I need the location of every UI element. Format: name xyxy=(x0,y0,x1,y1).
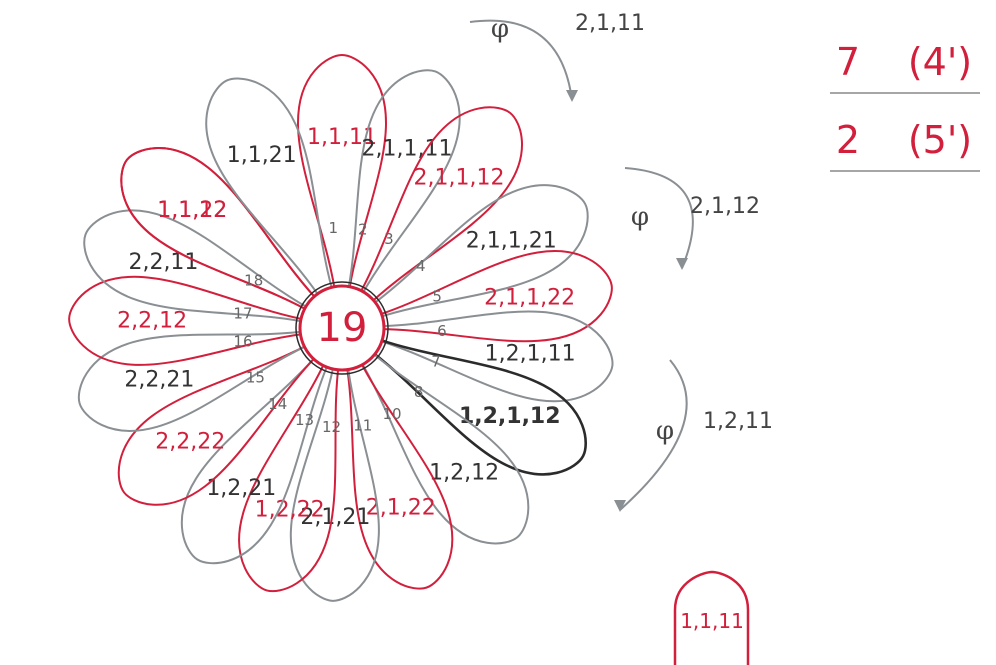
inner-number: 3 xyxy=(384,230,394,248)
petal-outline xyxy=(355,345,530,545)
phi-label: 2,1,12 xyxy=(690,194,760,219)
petal-outline xyxy=(117,339,323,506)
petal-outline xyxy=(83,209,318,325)
inner-number: 15 xyxy=(246,369,265,387)
petal-label: 2,1,21 xyxy=(300,505,370,530)
legend-value: (5') xyxy=(908,118,972,162)
phi-symbol: φ xyxy=(631,202,649,232)
petal-label: 1,1,21 xyxy=(227,143,297,168)
petal-3 xyxy=(354,106,523,310)
petal-8 xyxy=(355,345,530,545)
petal-outline xyxy=(369,310,614,403)
petal-outline xyxy=(68,275,314,366)
center-label: 19 xyxy=(317,305,368,351)
petal-label: 2,2,11 xyxy=(128,250,198,275)
petal-label: 1,2,22 xyxy=(255,498,325,523)
petal-10 xyxy=(289,356,380,602)
phi-loop xyxy=(469,19,573,101)
petal-2 xyxy=(345,69,461,304)
loop-arrowhead xyxy=(614,500,626,512)
petal-outline xyxy=(363,335,587,476)
loop-arrowhead xyxy=(566,90,578,102)
petal-label: 1,2,12 xyxy=(429,461,499,486)
petal-label: 2,2,12 xyxy=(117,308,187,333)
petal-4 xyxy=(364,184,589,321)
petal-outline xyxy=(369,250,613,343)
petal-outline xyxy=(180,348,333,565)
petal-label: 1,2,1,11 xyxy=(485,341,576,366)
petal-label: 2,1,1,21 xyxy=(466,229,557,254)
petal-label: 2,2,22 xyxy=(155,429,225,454)
petal-outline xyxy=(289,356,380,602)
phi-loop xyxy=(624,167,694,269)
inner-number: 14 xyxy=(268,395,287,413)
petal-1 xyxy=(296,53,388,299)
petal-label: 2,1,1,12 xyxy=(413,165,504,190)
inner-number: 5 xyxy=(432,288,442,306)
center-circle xyxy=(298,284,386,372)
petal-13 xyxy=(117,339,323,506)
petal-label: 1,2,1,12 xyxy=(459,404,561,429)
phi-label: 1,2,11 xyxy=(703,409,773,434)
inner-number: 2 xyxy=(358,221,368,239)
center-ring xyxy=(295,281,389,375)
phi-symbol: φ xyxy=(491,14,509,44)
petal-outline xyxy=(205,77,336,305)
petal-outline xyxy=(344,353,454,590)
petal-outline xyxy=(77,329,317,432)
inner-number: 7 xyxy=(431,353,441,371)
phi-loop xyxy=(619,359,688,511)
petal-19 xyxy=(205,77,336,305)
loop-arrowhead xyxy=(676,258,688,270)
petal-12 xyxy=(180,348,333,565)
petal-7 xyxy=(363,335,587,476)
petal-5 xyxy=(369,250,613,343)
petal-label: 1,1,22 xyxy=(157,198,227,223)
inner-number: 11 xyxy=(353,416,372,434)
petal-outline xyxy=(364,184,589,321)
legend-count: 7 xyxy=(836,40,860,84)
petal-outline xyxy=(345,69,461,304)
petal-label: 2,1,1,22 xyxy=(484,285,575,310)
inner-number: 12 xyxy=(322,418,341,436)
petal-outline xyxy=(296,53,388,299)
petal-14 xyxy=(77,329,317,432)
inner-number: 6 xyxy=(437,322,447,340)
petal-outline xyxy=(120,147,324,316)
petal-outline xyxy=(354,106,523,310)
petal-label: 1,2,21 xyxy=(206,476,276,501)
petal-16 xyxy=(83,209,318,325)
inner-number: 18 xyxy=(244,272,263,290)
petal-18 xyxy=(120,147,324,316)
standalone-petal xyxy=(673,570,750,665)
petal-label: 1,1,12 xyxy=(157,198,227,223)
inner-number: 16 xyxy=(233,332,252,350)
inner-number: 10 xyxy=(382,405,401,423)
petal-label: 2,1,1,11 xyxy=(361,136,452,161)
petal-outline xyxy=(238,353,341,593)
legend-count: 2 xyxy=(836,118,860,162)
standalone-petal-label: 1,1,11 xyxy=(680,609,744,633)
petal-6 xyxy=(369,310,614,403)
inner-number: 13 xyxy=(295,411,314,429)
inner-number: 1 xyxy=(329,219,339,237)
inner-number: 4 xyxy=(416,257,426,275)
phi-symbol: φ xyxy=(656,416,674,446)
inner-number: 17 xyxy=(233,305,252,323)
petal-label: 2,2,21 xyxy=(124,367,194,392)
legend-value: (4') xyxy=(908,40,972,84)
petal-9 xyxy=(344,353,454,590)
petal-11 xyxy=(238,353,341,593)
inner-number: 8 xyxy=(414,383,424,401)
phi-label: 2,1,11 xyxy=(575,11,645,36)
petal-15 xyxy=(68,275,314,366)
